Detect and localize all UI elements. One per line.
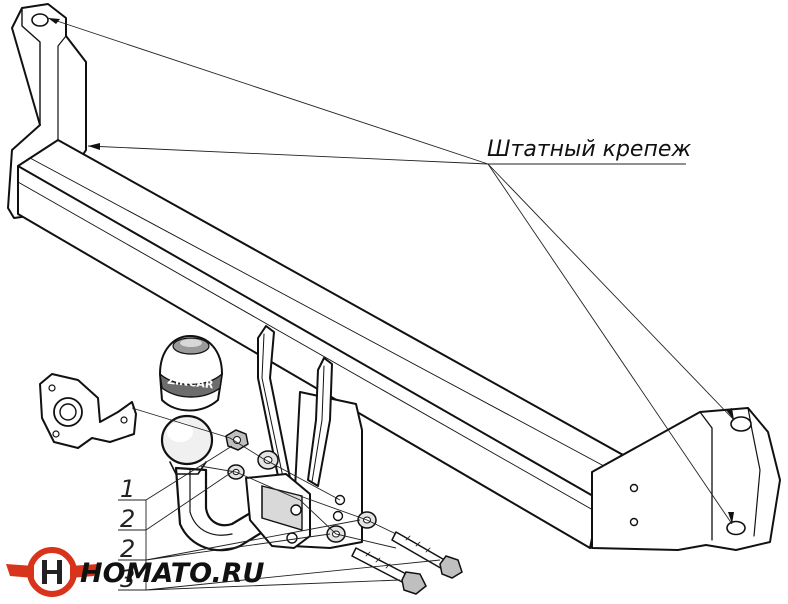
watermark-logo-icon (6, 547, 98, 597)
part-number: 2 (120, 535, 135, 563)
right-bracket-bolt-hole (629, 517, 639, 527)
ball-cover-cap: ZINCAR (159, 335, 223, 412)
tow-ball-arm (160, 414, 311, 552)
washer (257, 450, 279, 470)
watermark: HOMATO.RU (6, 547, 265, 597)
part-number: 2 (120, 505, 135, 533)
part-number-stack: 1 2 2 3 (118, 445, 441, 593)
watermark-text: HOMATO.RU (80, 558, 265, 589)
bolt (391, 531, 463, 579)
nut (225, 429, 249, 451)
label-leaders (47, 17, 735, 525)
ball-cover-brand: ZINCAR (167, 374, 215, 392)
standard-fasteners-label: Штатный крепеж (487, 137, 691, 162)
right-mounting-bracket (591, 407, 781, 551)
bolt (351, 547, 427, 595)
right-bracket-bolt-hole (629, 483, 639, 493)
right-bracket-hole-bottom (726, 520, 746, 536)
socket-bracket (39, 373, 137, 449)
assembly-lines (131, 407, 397, 549)
right-bracket-hole-top (730, 416, 752, 432)
hitch-uprights (257, 325, 333, 487)
part-number: 3 (120, 565, 135, 593)
part-number: 1 (120, 475, 135, 503)
left-bracket-hole (31, 13, 49, 27)
